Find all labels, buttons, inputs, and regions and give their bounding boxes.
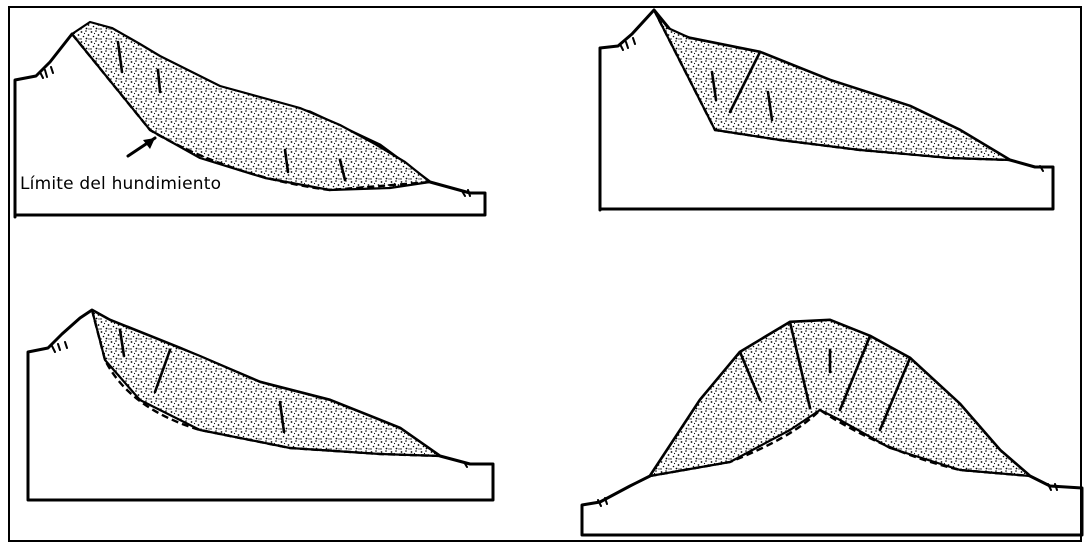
landslide-mass [648, 318, 1032, 478]
panel-top-left [13, 20, 487, 219]
failure-surface [71, 33, 431, 192]
panel-top-right [598, 8, 1055, 212]
vegetation-mark [619, 37, 1044, 172]
vegetation-mark [51, 341, 468, 468]
failure-surface [90, 309, 441, 458]
failure-surface [652, 9, 1011, 162]
crack [710, 50, 774, 122]
vegetation-mark [39, 66, 471, 197]
label-arrowhead [143, 138, 155, 149]
crack [738, 320, 912, 432]
failure-surface [649, 408, 1031, 478]
panel-bottom-left [26, 308, 495, 502]
panel-bottom-right [580, 318, 1084, 537]
landslide-mass [70, 20, 432, 192]
vegetation-mark [597, 483, 1058, 507]
crack [116, 40, 347, 182]
crack [118, 328, 286, 434]
landslide-mass [652, 8, 1012, 162]
subsidence-limit-label: Límite del hundimiento [20, 174, 222, 194]
landslide-mass [90, 308, 442, 458]
